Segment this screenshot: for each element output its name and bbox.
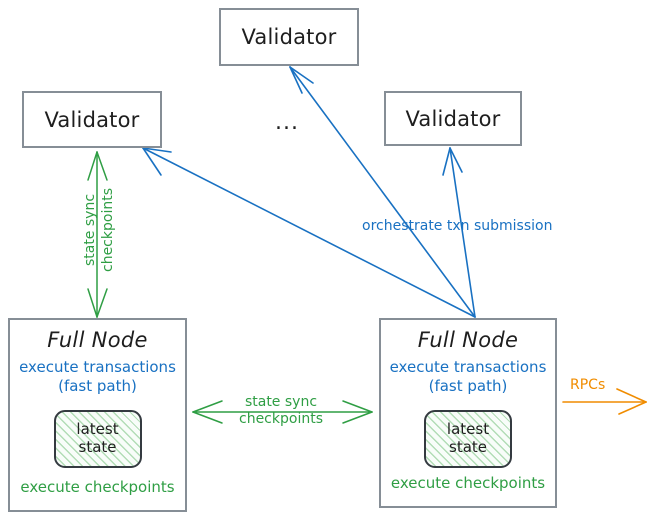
edge-label-rpcs: RPCs xyxy=(570,377,606,393)
fullnode-left-latest-state-box[interactable]: latest state xyxy=(53,409,142,468)
validator-box-left[interactable]: Validator xyxy=(22,91,162,148)
latest-state-line2: state xyxy=(449,437,487,456)
fullnode-left-title: Full Node xyxy=(47,328,148,352)
fullnode-right-latest-state-box[interactable]: latest state xyxy=(424,409,512,468)
edge-label-orchestrate: orchestrate txn submission xyxy=(362,218,553,234)
exec-txn-line2: (fast path) xyxy=(428,376,508,395)
validator-box-top[interactable]: Validator xyxy=(219,8,359,66)
fullnode-box-left[interactable]: Full Node execute transactions (fast pat… xyxy=(8,318,187,512)
edge-label-state-sync-vertical: state sync checkpoints xyxy=(82,188,117,272)
fullnode-left-execute-transactions: execute transactions (fast path) xyxy=(19,358,176,396)
latest-state-line1: latest xyxy=(446,420,490,439)
validator-top-label: Validator xyxy=(241,25,337,49)
state-sync-horizontal-line2: checkpoints xyxy=(239,410,323,427)
fullnode-right-title: Full Node xyxy=(417,328,519,352)
fullnode-right-execute-transactions: execute transactions (fast path) xyxy=(390,358,547,396)
latest-state-line2: state xyxy=(78,437,117,456)
exec-txn-line1: execute transactions xyxy=(19,358,176,376)
state-sync-vertical-line1: state sync xyxy=(82,193,98,267)
validator-left-label: Validator xyxy=(44,107,140,132)
validator-right-label: Validator xyxy=(405,106,501,131)
exec-txn-line2: (fast path) xyxy=(58,376,137,395)
fullnode-left-execute-checkpoints: execute checkpoints xyxy=(20,478,175,496)
state-sync-vertical-line2: checkpoints xyxy=(99,188,116,272)
fullnode-right-execute-checkpoints: execute checkpoints xyxy=(390,474,546,492)
edge-label-state-sync-horizontal: state sync checkpoints xyxy=(236,394,326,428)
ellipsis-label: ... xyxy=(275,110,299,135)
latest-state-line1: latest xyxy=(76,420,119,439)
state-sync-horizontal-line1: state sync xyxy=(244,394,318,410)
validator-box-right[interactable]: Validator xyxy=(384,91,522,146)
exec-txn-line1: execute transactions xyxy=(389,358,547,376)
fullnode-box-right[interactable]: Full Node execute transactions (fast pat… xyxy=(379,318,557,508)
